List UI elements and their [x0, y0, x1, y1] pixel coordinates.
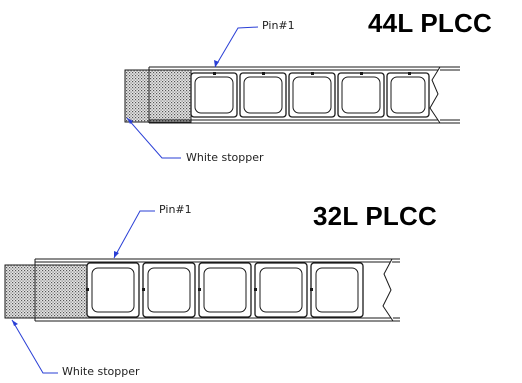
- pin1-label-44l: Pin#1: [262, 19, 295, 32]
- package-44l-1: [190, 72, 238, 118]
- pin1-label-32l: Pin#1: [159, 203, 192, 216]
- tube-body-44l: [149, 66, 460, 124]
- stopper-pointer-32l: [11, 319, 58, 374]
- diagram-title-32l: 32L PLCC: [313, 201, 437, 231]
- tube-break-end-32l: [382, 258, 394, 322]
- package-32l-4: [254, 262, 308, 318]
- tube-break-end-44l: [429, 66, 441, 124]
- tube-44l-plcc: [124, 26, 460, 159]
- package-44l-2: [239, 72, 287, 118]
- stopper-pointer-44l: [126, 117, 181, 159]
- package-32l-2: [142, 262, 196, 318]
- package-32l-1: [86, 262, 140, 318]
- package-32l-3: [198, 262, 252, 318]
- package-44l-4: [337, 72, 385, 118]
- diagram-title-44l: 44L PLCC: [368, 8, 492, 38]
- pin1-pointer-32l: [113, 210, 155, 259]
- package-44l-5: [386, 72, 430, 118]
- package-32l-5: [310, 262, 364, 318]
- tube-body-32l: [35, 258, 400, 322]
- white-stopper-32l: [4, 264, 91, 319]
- pin1-pointer-44l: [214, 26, 259, 68]
- package-44l-3: [288, 72, 336, 118]
- stopper-label-32l: White stopper: [62, 365, 140, 378]
- tube-32l-plcc: [4, 210, 400, 374]
- stopper-label-44l: White stopper: [186, 151, 264, 164]
- white-stopper-44l: [124, 69, 192, 123]
